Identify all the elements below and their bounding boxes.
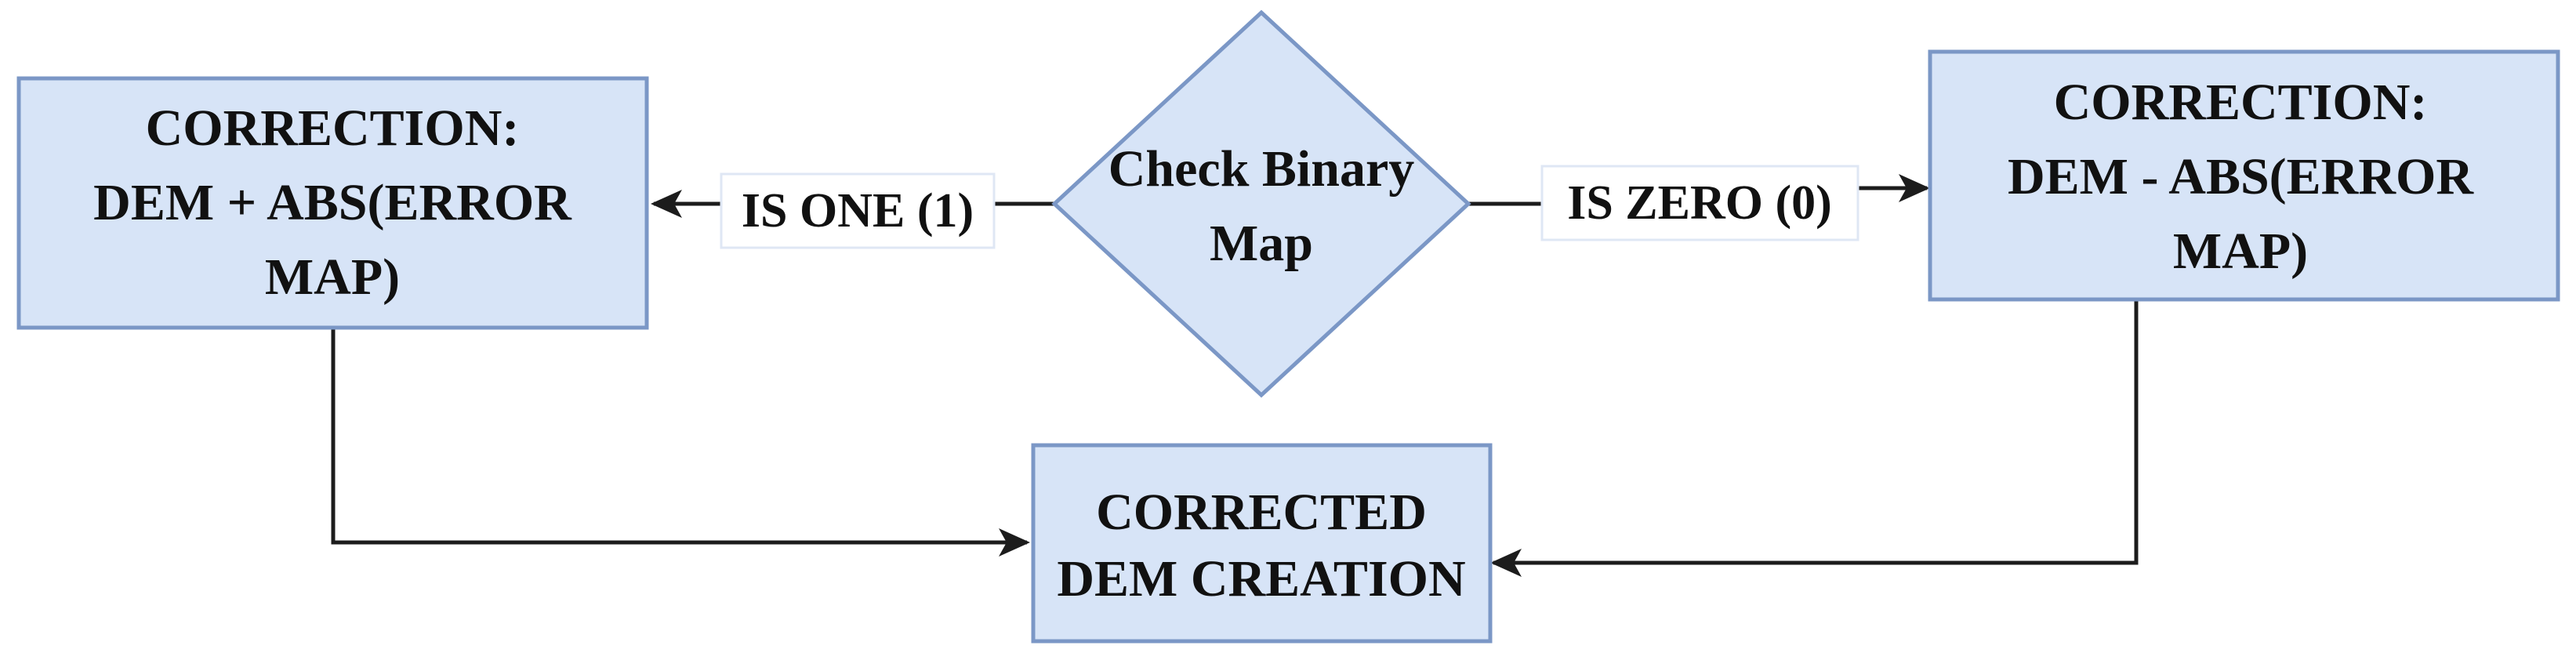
decision-line-2: Map — [1210, 215, 1313, 272]
connector-left-box-to-bottom — [331, 328, 1030, 557]
edge-label-is-zero-text: IS ZERO (0) — [1567, 176, 1832, 230]
correction-add-box: CORRECTION: DEM + ABS(ERROR MAP) — [16, 76, 649, 330]
check-binary-map-decision: Check Binary Map — [1051, 9, 1471, 398]
correction-add-line-1: CORRECTION: — [146, 100, 520, 157]
connector-right-box-to-bottom — [1490, 299, 2139, 577]
correction-add-line-2: DEM + ABS(ERROR — [93, 174, 572, 231]
corrected-dem-creation-box: CORRECTED DEM CREATION — [1031, 443, 1493, 644]
edge-label-is-one-text: IS ONE (1) — [742, 184, 974, 238]
correction-subtract-line-3: MAP) — [2173, 223, 2308, 280]
edge-label-is-zero: IS ZERO (0) — [1540, 165, 1859, 241]
correction-add-line-3: MAP) — [265, 248, 400, 306]
correction-subtract-line-1: CORRECTION: — [2054, 74, 2428, 131]
corrected-dem-line-1: CORRECTED — [1096, 484, 1427, 541]
corrected-dem-line-2: DEM CREATION — [1057, 550, 1465, 607]
correction-subtract-box: CORRECTION: DEM - ABS(ERROR MAP) — [1928, 49, 2560, 302]
correction-subtract-line-2: DEM - ABS(ERROR — [2008, 148, 2474, 205]
edge-label-is-one: IS ONE (1) — [720, 172, 996, 249]
decision-line-1: Check Binary — [1108, 140, 1415, 198]
